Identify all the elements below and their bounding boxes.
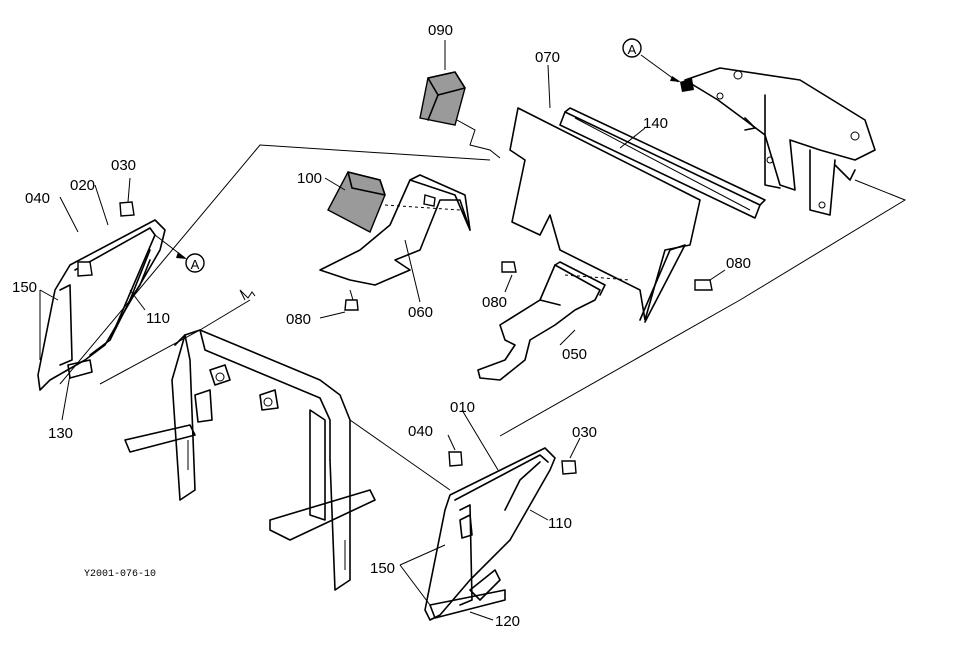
callout-080-mid: 080: [482, 294, 507, 311]
callout-010: 010: [450, 399, 475, 416]
callout-080-left: 080: [286, 311, 311, 328]
part-010-right-plate: [399, 409, 581, 621]
svg-text:A: A: [191, 257, 200, 272]
callout-070: 070: [535, 49, 560, 66]
part-020-left-plate: [37, 177, 187, 421]
bolt-080-a: [319, 289, 359, 319]
callout-130: 130: [48, 425, 73, 442]
ref-mark-a-right: A: [622, 38, 642, 58]
bolt-080-c: [694, 269, 726, 291]
callout-090: 090: [428, 22, 453, 39]
callout-020: 020: [70, 177, 95, 194]
callout-050: 050: [562, 346, 587, 363]
part-140-strip: [559, 107, 766, 219]
assembly-boundary: [59, 144, 907, 437]
callout-040-left: 040: [25, 190, 50, 207]
main-frame: [124, 329, 451, 591]
callout-140: 140: [643, 115, 668, 132]
callout-110-right: 110: [548, 515, 572, 532]
part-060-bracket: [319, 174, 471, 303]
callout-080-right: 080: [726, 255, 751, 272]
callout-100: 100: [297, 170, 322, 187]
callout-060: 060: [408, 304, 433, 321]
part-070-panel: [509, 64, 701, 323]
bolt-080-b: [501, 261, 517, 293]
part-100-block: [324, 171, 461, 233]
callout-120: 120: [495, 613, 520, 630]
callout-040-right: 040: [408, 423, 433, 440]
callout-labels: 090 070 140 100 030 040 020 150 110 130 …: [12, 22, 751, 630]
callout-030-left: 030: [111, 157, 136, 174]
callout-150-right: 150: [370, 560, 395, 577]
callout-150-left: 150: [12, 279, 37, 296]
ref-mark-a-left: A: [185, 253, 205, 273]
part-050-bracket: [477, 261, 631, 381]
figure-code: Y2001-076-10: [84, 569, 156, 580]
upper-right-bracket: [640, 54, 876, 216]
callout-110-left: 110: [146, 310, 170, 327]
part-090-block: [419, 40, 501, 159]
svg-text:A: A: [628, 42, 637, 57]
callout-030-right: 030: [572, 424, 597, 441]
